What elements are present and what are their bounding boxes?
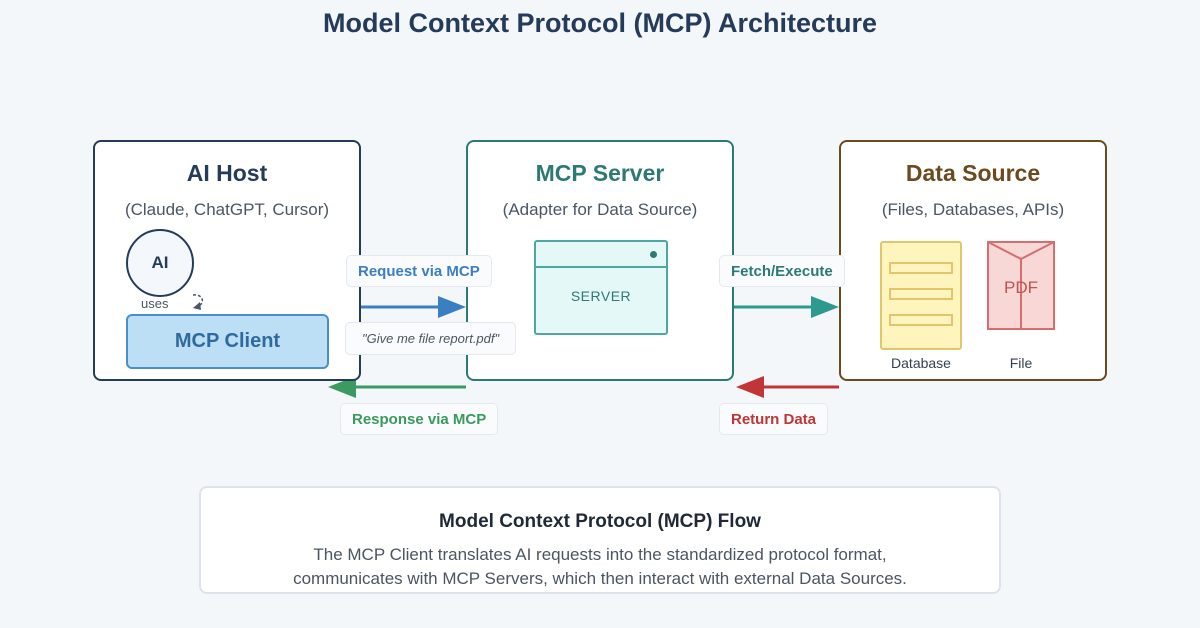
request-via-mcp-label: Request via MCP — [346, 255, 492, 287]
ai-host-title: AI Host — [186, 160, 268, 186]
database-row — [889, 314, 953, 326]
mcp-client-block: MCP Client — [126, 314, 329, 369]
response-via-mcp-label: Response via MCP — [340, 403, 499, 435]
mcp-server-subtitle: (Adapter for Data Source) — [502, 200, 698, 219]
server-status-dot — [650, 251, 657, 258]
data-source-box: Data Source (Files, Databases, APIs) PDF… — [839, 140, 1107, 381]
database-icon — [880, 241, 962, 350]
database-row — [889, 288, 953, 300]
response-arrow — [328, 376, 466, 398]
ai-icon-label: AI — [151, 253, 169, 272]
uses-label: uses — [141, 296, 169, 311]
data-source-title: Data Source — [905, 160, 1041, 186]
file-caption: File — [1009, 355, 1033, 371]
flow-description-line: The MCP Client translates AI requests in… — [313, 545, 887, 564]
pdf-label: PDF — [1004, 278, 1038, 297]
ai-host-subtitle: (Claude, ChatGPT, Cursor) — [124, 200, 330, 219]
fetch-execute-label: Fetch/Execute — [719, 255, 845, 287]
flow-description: The MCP Client translates AI requests in… — [201, 543, 999, 591]
server-window-label: SERVER — [570, 288, 632, 304]
pdf-file-icon — [987, 241, 1055, 330]
flow-title: Model Context Protocol (MCP) Flow — [439, 511, 761, 532]
flow-description-box: Model Context Protocol (MCP) Flow The MC… — [199, 486, 1001, 594]
mcp-server-title: MCP Server — [535, 160, 665, 186]
return-data-label: Return Data — [719, 403, 829, 435]
ai-host-box: AI Host (Claude, ChatGPT, Cursor) AI use… — [93, 140, 361, 381]
database-caption: Database — [891, 355, 951, 371]
return-arrow — [736, 376, 839, 398]
diagram-title: Model Context Protocol (MCP) Architectur… — [322, 8, 878, 38]
flow-description-line: communicates with MCP Servers, which the… — [293, 569, 907, 588]
fetch-arrow — [734, 296, 839, 318]
data-source-subtitle: (Files, Databases, APIs) — [881, 200, 1065, 219]
request-example-label: "Give me file report.pdf" — [345, 322, 517, 355]
uses-curved-arrow-icon — [192, 294, 204, 310]
ai-icon: AI — [126, 229, 194, 297]
server-window-bar — [536, 266, 666, 268]
mcp-client-label: MCP Client — [174, 330, 281, 352]
server-window-icon: SERVER — [534, 240, 668, 335]
database-row — [889, 262, 953, 274]
